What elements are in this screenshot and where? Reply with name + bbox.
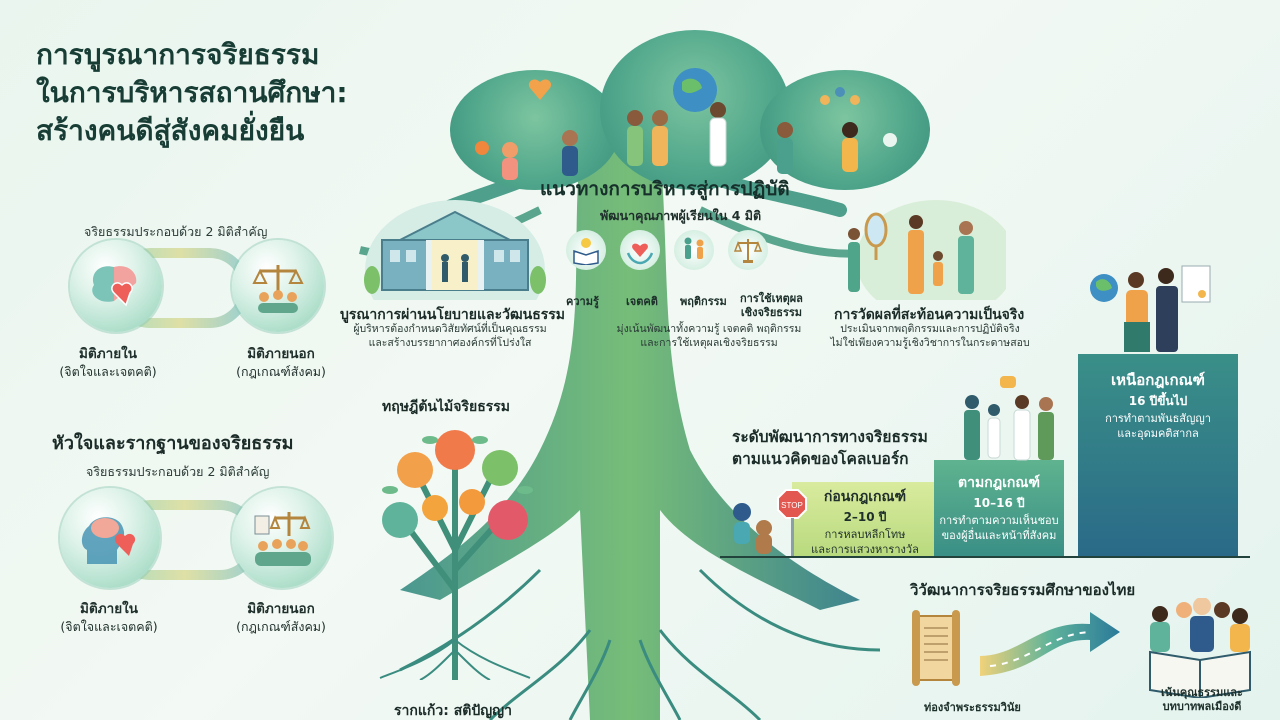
- assessment-caption-line-1: ประเมินจากพฤติกรรมและการปฏิบัติจริง: [840, 323, 1020, 335]
- brain-heart-icon: [70, 240, 162, 332]
- heart-roots-heading: หัวใจและรากฐานของจริยธรรม: [52, 433, 294, 454]
- evolution-heading: วิวัฒนาการจริยธรรมศึกษาของไทย: [910, 581, 1136, 599]
- helping-hand-icon: [674, 230, 714, 270]
- evolution-from-label: ท่องจำพระธรรมวินัย: [924, 701, 1021, 714]
- fruit-tree-icon: [379, 430, 533, 680]
- assessment-title: การวัดผลที่สะท้อนความเป็นจริง: [834, 307, 1025, 323]
- heart-roots-caption: จริยธรรมประกอบด้วย 2 มิติสำคัญ: [86, 464, 270, 479]
- head-brain-heart-icon: [60, 488, 160, 588]
- inner-dimension-subtitle: (จิตใจและเจตคติ): [59, 364, 157, 379]
- path-arrow-icon: [980, 612, 1120, 676]
- evolution-to-line-2: บทบาทพลเมืองดี: [1162, 700, 1242, 713]
- scales-icon: [728, 230, 768, 270]
- four-dimensions-row: [566, 230, 768, 270]
- kohlberg-level-postconventional: เหนือกฎเกณฑ์ 16 ปีขึ้นไป การทำตามพันธสัญ…: [1078, 354, 1238, 556]
- outer-dimension-subtitle: (กฎเกณฑ์สังคม): [236, 364, 326, 379]
- outer-dimension-subtitle-2: (กฎเกณฑ์สังคม): [236, 619, 326, 634]
- inner-dimension-title: มิติภายใน: [79, 346, 137, 362]
- dimension-knowledge-label: ความรู้: [566, 295, 599, 308]
- postconventional-people-icon: [1090, 265, 1211, 352]
- level-2-line-1: การทำตามความเห็นชอบ: [939, 514, 1059, 527]
- title-line-3: สร้างคนดีสู่สังคมยั่งยืน: [36, 114, 305, 147]
- outer-dimension-title: มิติภายนอก: [247, 346, 315, 362]
- policy-caption-line-1: ผู้บริหารต้องกำหนดวิสัยทัศน์ที่เป็นคุณธร…: [353, 323, 547, 335]
- outer-dimension-title-2: มิติภายนอก: [247, 601, 315, 617]
- conventional-people-icon: [964, 376, 1054, 461]
- four-dimensions-caption: มุ่งเน้นพัฒนาทั้งความรู้ เจตคติ พฤติกรรม…: [584, 322, 834, 350]
- level-2-age: 10–16 ปี: [973, 496, 1025, 510]
- outer-dimension-label-2: มิติภายนอก (กฎเกณฑ์สังคม): [216, 600, 346, 636]
- kohlberg-level-conventional: ตามกฎเกณฑ์ 10–16 ปี การทำตามความเห็นชอบ …: [934, 460, 1064, 556]
- assessment-caption-line-2: ไม่ใช่เพียงความรู้เชิงวิชาการในกระดาษสอบ: [830, 337, 1030, 349]
- outer-dimension-label: มิติภายนอก (กฎเกณฑ์สังคม): [216, 345, 346, 381]
- stop-sign-child-icon: STOP: [733, 489, 807, 556]
- evolution-to-label: เน้นคุณธรรมและ บทบาทพลเมืองดี: [1150, 686, 1254, 714]
- kohlberg-heading-line-1: ระดับพัฒนาการทางจริยธรรม: [732, 428, 928, 446]
- school-building-icon: [360, 200, 550, 340]
- scales-community-icon: [232, 488, 332, 588]
- title-line-2: ในการบริหารสถานศึกษา:: [36, 76, 348, 109]
- level-3-line-1: การทำตามพันธสัญญา: [1105, 412, 1211, 425]
- policy-title: บูรณาการผ่านนโยบายและวัฒนธรรม: [340, 307, 566, 323]
- level-1-line-2: และการแสวงหารางวัล: [811, 543, 919, 556]
- level-1-line-1: การหลบหลีกโทษ: [824, 528, 906, 541]
- evolution-to-line-1: เน้นคุณธรรมและ: [1161, 686, 1243, 699]
- book-lightbulb-icon: [566, 230, 606, 270]
- scroll-icon: [912, 610, 960, 686]
- open-book-people-icon: [1149, 598, 1251, 698]
- dimension-attitude-label: เจตคติ: [626, 295, 658, 308]
- kohlberg-heading-line-2: ตามแนวคิดของโคลเบอร์ก: [732, 450, 909, 468]
- inner-dimension-title-2: มิติภายใน: [80, 601, 138, 617]
- dimension-reasoning-label: การใช้เหตุผล เชิงจริยธรรม: [740, 292, 803, 319]
- tree-theory-heading: ทฤษฎีต้นไม้จริยธรรม: [382, 399, 511, 415]
- practice-subheading: พัฒนาคุณภาพผู้เรียนใน 4 มิติ: [600, 208, 762, 223]
- inner-dimension-label: มิติภายใน (จิตใจและเจตคติ): [48, 345, 168, 381]
- level-3-age: 16 ปีขึ้นไป: [1128, 394, 1188, 408]
- inner-dimension-subtitle-2: (จิตใจและเจตคติ): [60, 619, 158, 634]
- steps-baseline: [720, 556, 1250, 558]
- tree-canopy-illustration: [430, 30, 950, 190]
- policy-caption: ผู้บริหารต้องกำหนดวิสัยทัศน์ที่เป็นคุณธร…: [340, 322, 560, 350]
- four-dimensions-caption-line-2: และการใช้เหตุผลเชิงจริยธรรม: [640, 337, 778, 349]
- four-dimensions-caption-line-1: มุ่งเน้นพัฒนาทั้งความรู้ เจตคติ พฤติกรรม: [616, 323, 802, 335]
- kohlberg-level-preconventional: ก่อนกฎเกณฑ์ 2–10 ปี การหลบหลีกโทษ และการ…: [792, 482, 938, 556]
- root-label: รากแก้ว: สติปัญญา: [394, 703, 512, 719]
- level-2-title: ตามกฎเกณฑ์: [958, 475, 1040, 491]
- level-3-title: เหนือกฎเกณฑ์: [1110, 371, 1205, 389]
- assessment-caption: ประเมินจากพฤติกรรมและการปฏิบัติจริง ไม่ใ…: [820, 322, 1040, 350]
- dimension-behavior-label: พฤติกรรม: [680, 295, 727, 308]
- policy-caption-line-2: และสร้างบรรยากาศองค์กรที่โปร่งใส: [368, 337, 532, 349]
- inner-dimension-label-2: มิติภายใน (จิตใจและเจตคติ): [44, 600, 174, 636]
- level-3-line-2: และอุดมคติสากล: [1117, 427, 1199, 440]
- mirror-family-icon: [826, 200, 1016, 320]
- level-1-age: 2–10 ปี: [843, 510, 887, 524]
- practice-heading: แนวทางการบริหารสู่การปฏิบัติ: [540, 178, 790, 200]
- page-title: การบูรณาการจริยธรรม ในการบริหารสถานศึกษา…: [36, 36, 436, 150]
- hands-heart-icon: [620, 230, 660, 270]
- level-1-title: ก่อนกฎเกณฑ์: [823, 489, 907, 505]
- scales-people-icon: [232, 240, 324, 332]
- dimensions-caption: จริยธรรมประกอบด้วย 2 มิติสำคัญ: [84, 224, 268, 239]
- level-2-line-2: ของผู้อื่นและหน้าที่สังคม: [941, 529, 1057, 542]
- svg-text:STOP: STOP: [781, 501, 803, 510]
- title-line-1: การบูรณาการจริยธรรม: [36, 38, 320, 71]
